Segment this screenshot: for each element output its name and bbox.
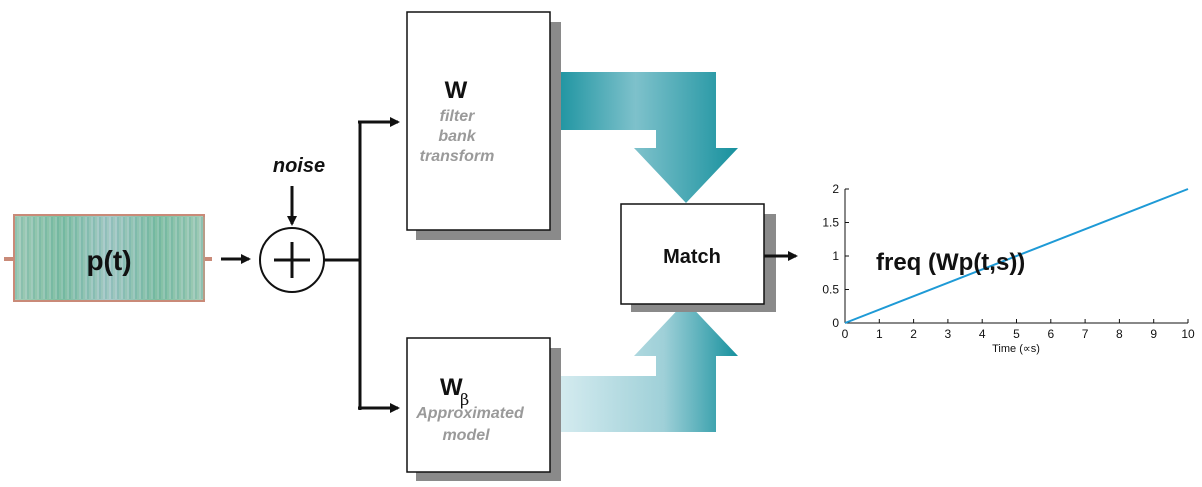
model-line2: model	[442, 427, 490, 444]
x-tick-label: 6	[1047, 327, 1054, 341]
model-title: W	[440, 374, 463, 401]
frequency-chart: 0 1 2 3 4 5 6 7 8 9 10 0 0.5 1 1.5 2 freq (Wp(t,s)) Ti…	[822, 182, 1195, 355]
model-title-subscript: β	[460, 390, 469, 409]
summer-node	[259, 227, 325, 293]
x-axis-label: Time (∝s)	[992, 343, 1040, 355]
model-line1: Approximated	[415, 405, 525, 422]
x-tick-label: 8	[1116, 327, 1123, 341]
series-line	[844, 188, 1189, 324]
filter-bank-block: W filter bank transform	[406, 11, 561, 240]
filter-bank-title: W	[445, 77, 468, 104]
y-tick-label: 1.5	[822, 216, 839, 230]
filter-bank-line3: transform	[420, 148, 495, 165]
y-tick-label: 2	[832, 182, 839, 196]
chart-title: freq (Wp(t,s))	[876, 249, 1025, 276]
y-tick-label: 0	[832, 316, 839, 330]
match-label: Match	[663, 246, 721, 268]
match-block: Match	[620, 203, 776, 312]
x-tick-label: 3	[945, 327, 952, 341]
noise-label: noise	[273, 155, 325, 177]
x-tick-label: 4	[979, 327, 986, 341]
filter-bank-line2: bank	[438, 128, 476, 145]
x-tick-label: 1	[876, 327, 883, 341]
signal-waveform	[15, 217, 205, 299]
signal-label: p(t)	[86, 245, 131, 276]
filter-to-match-flow-arrow	[552, 72, 738, 203]
y-tick-label: 1	[832, 249, 839, 263]
x-tick-label: 9	[1150, 327, 1157, 341]
x-tick-label: 0	[842, 327, 849, 341]
signal-box: p(t)	[4, 214, 212, 302]
model-to-match-flow-arrow	[552, 301, 738, 432]
x-tick-label: 5	[1013, 327, 1020, 341]
x-tick-label: 10	[1181, 327, 1195, 341]
filter-bank-line1: filter	[440, 108, 475, 125]
y-tick-label: 0.5	[822, 283, 839, 297]
x-tick-label: 7	[1082, 327, 1089, 341]
x-tick-label: 2	[910, 327, 917, 341]
model-block: W β Approximated model	[406, 337, 561, 481]
